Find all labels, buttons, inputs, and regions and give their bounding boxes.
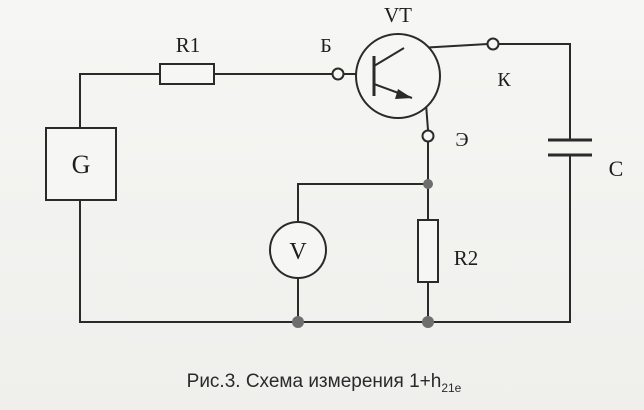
figure-caption: Рис.3. Схема измерения 1+h21е bbox=[187, 371, 462, 395]
emitter-label: Э bbox=[455, 129, 468, 151]
generator-box bbox=[45, 127, 117, 201]
transistor-label: VT bbox=[384, 3, 412, 27]
resistor-r2: R2 bbox=[417, 219, 479, 283]
emitter-terminal bbox=[421, 129, 435, 143]
junction-node-bottom-left bbox=[292, 316, 304, 328]
caption-text: Рис.3. Схема измерения 1+h bbox=[187, 371, 442, 392]
capacitor: C bbox=[548, 138, 624, 181]
generator-label: G bbox=[72, 150, 91, 179]
collector-terminal bbox=[486, 37, 500, 51]
resistor-r1-body bbox=[159, 63, 215, 85]
base-terminal bbox=[331, 67, 345, 81]
wire-bottom-rail bbox=[79, 200, 430, 323]
resistor-r2-body bbox=[417, 219, 439, 283]
junction-node-bottom-right bbox=[422, 316, 434, 328]
transistor: VT bbox=[355, 3, 441, 119]
transistor-body bbox=[355, 33, 441, 119]
generator: G bbox=[45, 127, 117, 201]
wire-capacitor-bottom bbox=[430, 155, 571, 323]
capacitor-label: C bbox=[609, 156, 624, 181]
wire-node-voltmeter bbox=[297, 183, 428, 222]
resistor-r1: R1 bbox=[159, 33, 215, 85]
voltmeter-label: V bbox=[289, 239, 307, 265]
wire-collector-rail bbox=[498, 43, 571, 140]
collector-label: К bbox=[497, 69, 511, 91]
transistor-collector bbox=[373, 47, 405, 67]
caption-subscript: 21е bbox=[441, 381, 461, 395]
junction-node-top bbox=[423, 179, 433, 189]
wire-g-r1 bbox=[79, 73, 160, 128]
wires bbox=[79, 43, 571, 323]
voltmeter: V bbox=[269, 221, 327, 279]
resistor-r1-label: R1 bbox=[176, 33, 201, 57]
resistor-r2-label: R2 bbox=[454, 246, 479, 270]
emitter-arrow-icon bbox=[395, 89, 412, 99]
base-label: Б bbox=[320, 35, 331, 57]
voltmeter-body bbox=[269, 221, 327, 279]
